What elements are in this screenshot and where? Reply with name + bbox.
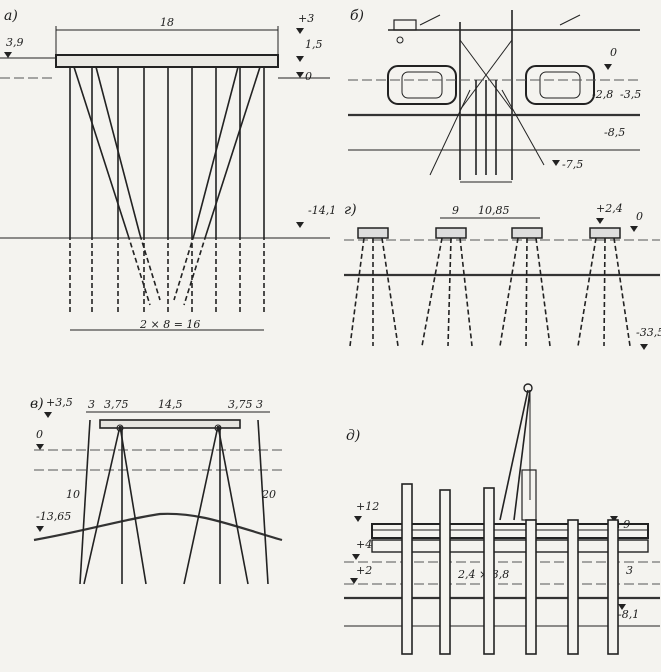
panel-b-tip-level: -7,5	[562, 158, 583, 171]
panel-e-low-level: +2	[356, 564, 372, 577]
panel-e: д) +12 +9 +4 +2 3 2,4 × 3,8 -8,1	[344, 383, 660, 655]
panel-b-zero-level: 0	[610, 46, 617, 59]
panel-e-top-level-left: +12	[356, 500, 379, 513]
panel-d-dim-d: 3,75	[228, 398, 253, 411]
panel-d-zero-level: 0	[36, 428, 43, 441]
panel-d-deep-level: -13,65	[36, 510, 71, 523]
panel-e-right-level: 3	[626, 564, 633, 577]
panel-d-dim-c: 14,5	[158, 398, 183, 411]
panel-d-dim-e: 3	[256, 398, 263, 411]
panel-b-letter: б)	[350, 8, 364, 24]
panel-c: г) 9 10,85 +2,4 0 -33,5	[344, 202, 661, 350]
level-marker-icon	[618, 604, 626, 610]
panel-c-span-b: 10,85	[478, 204, 510, 217]
level-marker-icon	[44, 412, 52, 418]
level-marker-icon	[296, 56, 304, 62]
panel-c-letter: г)	[344, 202, 357, 218]
panel-a-mid-level: 1,5	[305, 38, 323, 51]
panel-a-piles	[69, 66, 265, 315]
panel-d-pile-left: 10	[66, 488, 80, 501]
level-marker-icon	[296, 28, 304, 34]
panel-b-mid-level: -2,8	[592, 88, 613, 101]
panel-c-pile-groups	[349, 227, 631, 347]
panel-a-zero-level: 0	[305, 70, 312, 83]
panel-e-mid-level: +4	[356, 538, 372, 551]
panel-d-piles	[79, 419, 269, 585]
panel-a-spacing-label: 2 × 8 = 16	[139, 318, 200, 331]
level-marker-icon	[596, 218, 604, 224]
panel-a-width-label: 18	[160, 16, 174, 29]
panel-a-deep-level: -14,1	[308, 204, 336, 217]
level-marker-icon	[352, 554, 360, 560]
level-marker-icon	[630, 226, 638, 232]
panel-d-top-level: +3,5	[46, 396, 73, 409]
level-marker-icon	[354, 516, 362, 522]
panel-d-seabed	[33, 512, 283, 542]
panel-c-span-a: 9	[452, 204, 459, 217]
level-marker-icon	[640, 344, 648, 350]
panel-a-left-level: 3,9	[6, 36, 24, 49]
panel-d-pile-right: 20	[261, 488, 276, 501]
level-marker-icon	[350, 578, 358, 584]
panel-e-deep-level: -8,1	[618, 608, 639, 621]
level-marker-icon	[36, 444, 44, 450]
level-marker-icon	[36, 526, 44, 532]
level-marker-icon	[296, 72, 304, 78]
level-marker-icon	[610, 516, 618, 522]
panel-a: а) 18 3,9 +3 1,5 0	[0, 8, 336, 331]
panel-b-pontoon-right	[525, 65, 595, 105]
panel-e-letter: д)	[346, 428, 360, 444]
panel-b-pontoon-left	[387, 65, 457, 105]
level-marker-icon	[296, 222, 304, 228]
level-marker-icon	[4, 52, 12, 58]
level-marker-icon	[552, 160, 560, 166]
panel-c-top-level: +2,4	[596, 202, 623, 215]
panel-d-dim-b: 3,75	[104, 398, 129, 411]
panel-b-mid-level2: -3,5	[620, 88, 641, 101]
panel-b-deep-level: -8,5	[604, 126, 625, 139]
panel-c-zero-level: 0	[636, 210, 643, 223]
panel-e-deck	[371, 523, 649, 539]
panel-d-letter: в)	[30, 396, 44, 412]
panel-a-deck	[55, 54, 279, 68]
panel-b: б) 0 -2,8 -3,5 -8,5 -7,5	[348, 8, 641, 183]
panel-d: в) +3,5 0 3 3,75 14,5 3,75 3 -13,65	[30, 396, 283, 585]
panel-d-dim-a: 3	[88, 398, 95, 411]
panel-a-top-level: +3	[298, 12, 314, 25]
panel-c-deep-level: -33,5	[636, 326, 661, 339]
panel-e-piles	[401, 483, 619, 655]
level-marker-icon	[604, 64, 612, 70]
panel-a-letter: а)	[4, 8, 18, 24]
panel-e-spacing-label: 2,4 × 3,8	[457, 568, 509, 581]
